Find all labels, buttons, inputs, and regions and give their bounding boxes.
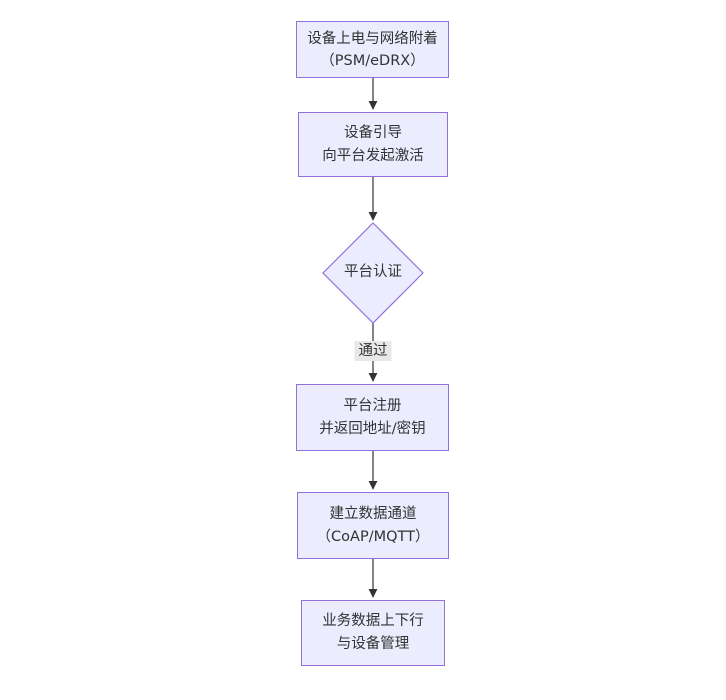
node-label-line: 平台注册 <box>343 397 402 414</box>
node-label-line: 并返回地址/密钥 <box>319 420 426 437</box>
node-label-line: 设备引导 <box>344 124 402 141</box>
node-label-line: 设备上电与网络附着 <box>307 30 438 47</box>
node-bootstrap: 设备引导 向平台发起激活 <box>298 112 448 177</box>
node-label-line: 建立数据通道 <box>329 505 417 522</box>
node-label-line: （PSM/eDRX） <box>320 52 425 69</box>
decision-diamond-shape <box>322 222 424 324</box>
edge-label-pass: 通过 <box>354 341 392 361</box>
node-label-line: 与设备管理 <box>336 636 410 652</box>
node-power-attach: 设备上电与网络附着 （PSM/eDRX） <box>296 21 449 78</box>
node-platform-auth-label: 平台认证 <box>344 264 402 280</box>
node-label-line: 业务数据上下行 <box>322 613 424 629</box>
node-business: 业务数据上下行 与设备管理 <box>301 600 445 666</box>
node-data-channel: 建立数据通道 （CoAP/MQTT） <box>297 492 449 559</box>
node-label-line: （CoAP/MQTT） <box>316 528 430 545</box>
node-label-line: 向平台发起激活 <box>322 147 424 164</box>
node-register: 平台注册 并返回地址/密钥 <box>296 384 449 451</box>
